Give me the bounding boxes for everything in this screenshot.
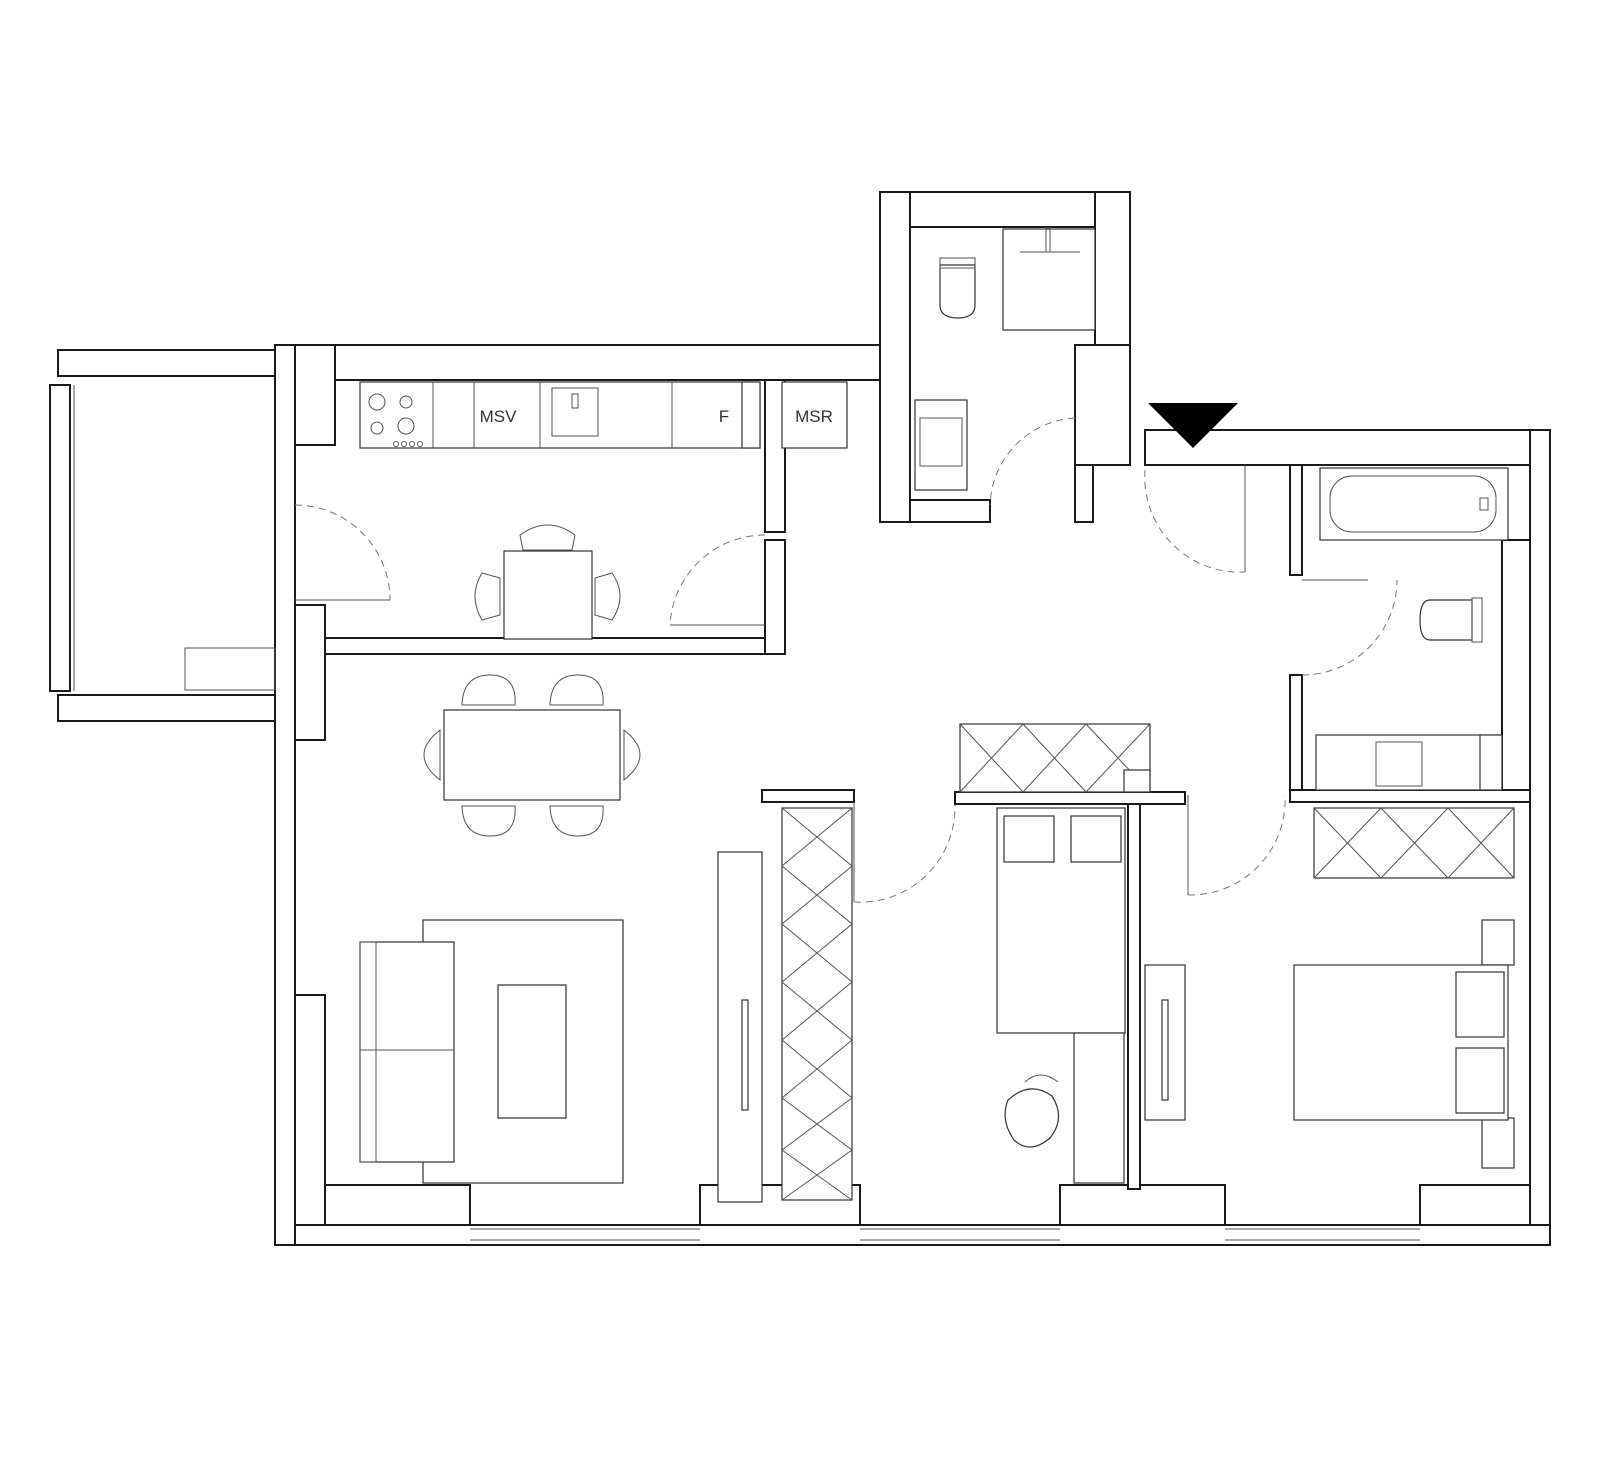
washer-label: MSR xyxy=(795,407,833,426)
office-chair-icon xyxy=(1004,1074,1060,1148)
kitchen-sink-icon xyxy=(551,387,599,437)
windows-south xyxy=(470,1228,1420,1241)
toilet-icon xyxy=(939,257,976,319)
kitchen: MSV F MSR xyxy=(294,381,848,640)
middle-bedroom xyxy=(996,794,1286,1184)
living-room xyxy=(359,674,956,1203)
interior-walls xyxy=(324,379,1531,1190)
hob-icon xyxy=(368,393,423,447)
dining-chair-icon xyxy=(423,674,641,837)
toilet-icon xyxy=(1419,597,1483,643)
kitchen-chair-icon xyxy=(474,524,621,621)
toilet-room xyxy=(914,227,1096,506)
bathroom xyxy=(959,467,1509,793)
entrance xyxy=(1144,403,1246,573)
dishwasher-label: MSV xyxy=(480,407,518,426)
exterior-walls xyxy=(274,191,1551,1246)
balcony xyxy=(49,349,276,722)
fridge-label: F xyxy=(719,407,729,426)
right-bedroom xyxy=(1144,807,1515,1169)
entrance-triangle-icon xyxy=(1148,403,1238,448)
